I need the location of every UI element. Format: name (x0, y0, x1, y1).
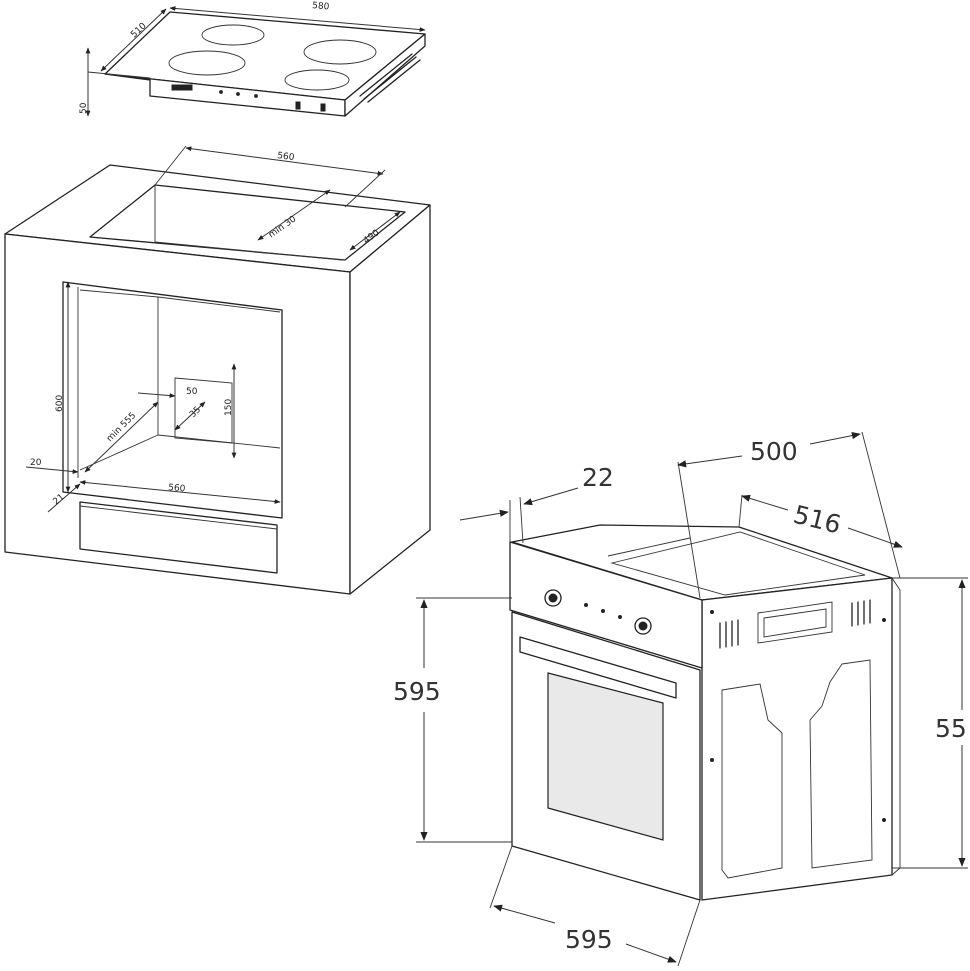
cabinet-min-depth-dimension (84, 401, 159, 473)
oven-top-cover (607, 531, 866, 596)
hob-control-dot-2 (236, 92, 240, 96)
cabinet-top-width-label: 560 (277, 151, 296, 163)
notch-width-label: 50 (186, 387, 198, 397)
oven-knob-left-center (548, 593, 558, 603)
front-width-extension-right (677, 899, 701, 967)
depth-500-arrow-right (809, 432, 861, 445)
burner-back-right (303, 39, 377, 65)
hob-control-block (171, 84, 193, 91)
depth-500-label: 500 (750, 437, 798, 466)
oven-side-screw-4 (882, 818, 886, 822)
hob-front-edge (104, 73, 346, 117)
panel-dimension-arrow-right (523, 487, 579, 506)
oven-door-glass (547, 672, 664, 841)
hob-width-dimension (169, 6, 426, 32)
oven-drawing: 22 500 516 595 55 595 (393, 431, 968, 967)
oven-side-vents-left (719, 619, 739, 649)
oven-panel-dot-1 (584, 603, 588, 607)
cabinet-bottom-width-dimension (79, 480, 281, 504)
cabinet-side (349, 204, 431, 595)
front-offset-dimension (47, 483, 81, 513)
hob-height-label: 50 (79, 102, 89, 114)
oven-side-screw-1 (710, 610, 714, 614)
oven-side-cutout-left (721, 683, 783, 879)
depth-516-arrow-left (741, 494, 789, 511)
cabinet-height-label: 600 (55, 395, 65, 412)
oven-panel-dot-2 (601, 609, 605, 613)
oven-side-rear-flange (891, 577, 901, 876)
front-height-label: 595 (393, 677, 441, 706)
panel-extension-back (519, 496, 524, 544)
front-width-arrow-left (493, 904, 556, 924)
oven-side (701, 577, 893, 901)
side-offset-label: 20 (30, 458, 42, 468)
oven-knob-right-center (638, 621, 648, 631)
oven-control-panel (509, 541, 703, 669)
depth-516-extension-left (738, 494, 743, 528)
notch-depth-dimension (174, 401, 206, 431)
depth-516-arrow-right (847, 527, 903, 548)
oven-side-cutout-right (809, 659, 873, 869)
cabinet-top-depth-dimension (349, 211, 401, 251)
hob-depth-dimension (100, 8, 167, 72)
body-depth-label: 516 (791, 500, 844, 540)
hob-vent-1 (295, 101, 301, 110)
cabinet-bottom-width-label: 560 (168, 483, 186, 494)
notch-height-label: 150 (224, 399, 234, 416)
oven-door-handle (519, 636, 677, 699)
oven-side-handle-slot (757, 601, 833, 644)
hob-drawing: 580 510 50 (79, 1, 426, 117)
side-offset-dimension (25, 466, 79, 474)
depth-500-extension-left (677, 461, 701, 599)
burner-front-right (284, 69, 350, 91)
hob-width-label: 580 (312, 1, 330, 12)
hob-height-extension (87, 71, 151, 79)
oven-side-screw-2 (710, 758, 714, 762)
panel-thickness-label: 22 (582, 463, 614, 492)
front-width-label: 595 (565, 925, 613, 954)
burner-front-left (168, 50, 246, 76)
depth-500-arrow-left (677, 455, 743, 468)
oven-side-vents-right (851, 599, 871, 627)
side-height-label: 55 (935, 714, 967, 743)
hob-control-dot-3 (254, 94, 258, 98)
depth-500-extension-right (861, 431, 901, 579)
panel-dimension-arrow-left (459, 509, 509, 521)
hob-vent-2 (320, 103, 326, 112)
hob-vent-grille (359, 53, 421, 103)
front-width-extension-left (489, 845, 513, 909)
cabinet-top-width-dimension (185, 146, 384, 176)
cutout-inner-edges (154, 185, 343, 261)
drawer-top-edge (79, 505, 278, 530)
cabinet-top-width-extension-left (154, 145, 187, 186)
oven-panel-dot-3 (618, 615, 622, 619)
front-width-arrow-right (625, 943, 677, 963)
notch-width-dimension (137, 392, 176, 398)
hob-control-dot-1 (219, 90, 223, 94)
oven-side-screw-3 (882, 618, 886, 622)
cabinet-top-gap-dimension (257, 189, 331, 241)
cabinet-top-width-extension-right (344, 169, 386, 208)
cabinet-drawing: 560 min 30 490 600 560 min 555 50 35 150… (4, 145, 431, 595)
cabinet-drawer (79, 501, 278, 574)
